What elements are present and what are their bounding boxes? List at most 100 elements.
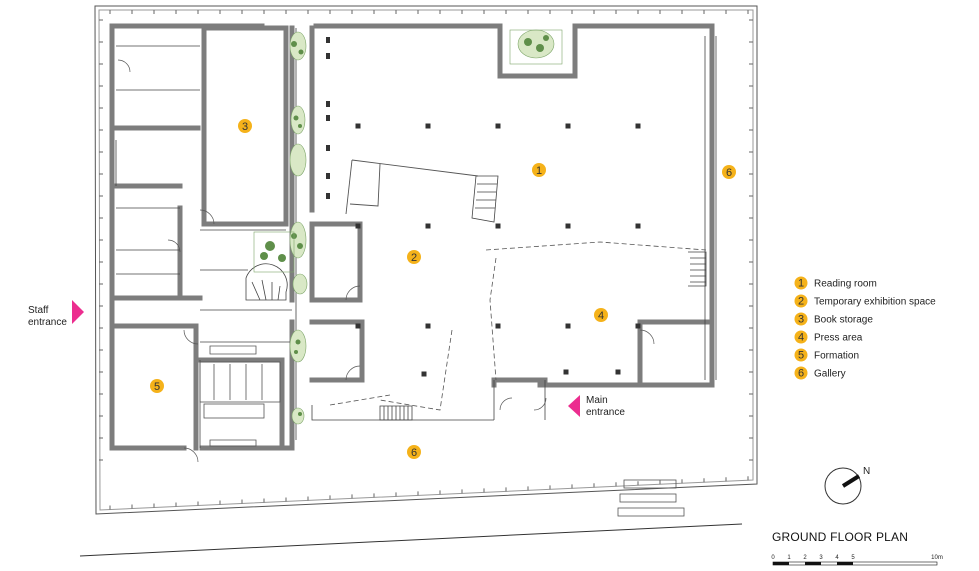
room-marker-5: 5 xyxy=(150,379,164,393)
scale-tick-label: 5 xyxy=(851,555,855,561)
scale-tick-label: 2 xyxy=(803,555,807,561)
scale-segment xyxy=(837,562,853,565)
column xyxy=(355,123,361,129)
scale-tick-label: 10m xyxy=(931,555,943,561)
perimeter-ticks xyxy=(99,10,753,510)
site-line xyxy=(79,523,743,557)
dashed-lines xyxy=(329,241,707,411)
staff-entrance-label-line2: entrance xyxy=(28,317,67,328)
legend-marker xyxy=(794,348,808,362)
staff-entrance-arrow-icon xyxy=(72,300,84,324)
legend-marker-number: 1 xyxy=(798,278,804,290)
room-marker-number: 1 xyxy=(536,165,542,177)
staff-entrance-label-line1: Staff xyxy=(28,305,49,316)
column xyxy=(563,369,569,375)
legend-label: Gallery xyxy=(814,369,846,380)
column xyxy=(326,115,330,121)
column xyxy=(635,223,641,229)
stair-main xyxy=(471,175,499,223)
room-marker-1: 1 xyxy=(532,163,546,177)
main-entrance: Main entrance xyxy=(568,395,625,418)
legend-marker-number: 2 xyxy=(798,296,804,308)
column xyxy=(565,123,571,129)
legend-label: Temporary exhibition space xyxy=(814,297,936,308)
column xyxy=(326,101,330,107)
plan-title: GROUND FLOOR PLAN xyxy=(772,530,908,544)
scale-tick-label: 1 xyxy=(787,555,791,561)
room-marker-number: 4 xyxy=(598,310,604,322)
room-marker-6a: 6 xyxy=(722,165,736,179)
legend-marker-number: 4 xyxy=(798,332,804,344)
doors xyxy=(117,59,655,463)
north-arrow-icon: N xyxy=(824,466,870,505)
legend-marker-number: 6 xyxy=(798,368,804,380)
column xyxy=(326,53,330,59)
legend-item: 3 Book storage xyxy=(794,312,873,326)
column xyxy=(425,323,431,329)
legend-item: 5 Formation xyxy=(794,348,859,362)
column xyxy=(615,369,621,375)
north-label: N xyxy=(863,466,870,477)
room-marker-4: 4 xyxy=(594,308,608,322)
legend-item: 1 Reading room xyxy=(794,276,877,290)
column xyxy=(326,193,330,199)
legend-marker xyxy=(794,366,808,380)
legend-label: Reading room xyxy=(814,279,877,290)
column xyxy=(326,145,330,151)
column xyxy=(565,223,571,229)
column xyxy=(635,123,641,129)
stair-right xyxy=(688,251,707,287)
columns xyxy=(326,37,641,377)
room-marker-number: 6 xyxy=(411,447,417,459)
room-marker-number: 5 xyxy=(154,381,160,393)
column xyxy=(495,323,501,329)
legend-item: 2 Temporary exhibition space xyxy=(794,294,936,308)
column xyxy=(565,323,571,329)
main-entrance-label-line1: Main xyxy=(586,395,608,406)
room-marker-number: 6 xyxy=(726,167,732,179)
planters xyxy=(253,29,563,425)
column xyxy=(635,323,641,329)
legend-marker-number: 5 xyxy=(798,350,804,362)
main-entrance-label-line2: entrance xyxy=(586,407,625,418)
legend-marker-number: 3 xyxy=(798,314,804,326)
scale-segment xyxy=(773,562,789,565)
legend-marker xyxy=(794,294,808,308)
exterior-steps xyxy=(617,479,685,517)
legend-item: 6 Gallery xyxy=(794,366,846,380)
toilet-block xyxy=(199,345,281,447)
walls xyxy=(109,23,715,451)
room-marker-number: 3 xyxy=(242,121,248,133)
legend: 1 Reading room 2 Temporary exhibition space… xyxy=(794,276,936,380)
scale-tick-label: 3 xyxy=(819,555,823,561)
scale-bar: 0 1 2 3 4 5 10m xyxy=(771,555,943,566)
legend-marker xyxy=(794,330,808,344)
column xyxy=(355,323,361,329)
room-marker-2: 2 xyxy=(407,250,421,264)
exhibition-outline xyxy=(345,159,479,215)
staff-entrance: Staff entrance xyxy=(28,300,84,328)
legend-marker xyxy=(794,312,808,326)
column xyxy=(425,123,431,129)
stair-spiral xyxy=(245,263,288,301)
column xyxy=(355,223,361,229)
column xyxy=(326,37,330,43)
room-marker-number: 2 xyxy=(411,252,417,264)
column xyxy=(495,223,501,229)
legend-label: Book storage xyxy=(814,315,873,326)
column xyxy=(421,371,427,377)
column xyxy=(326,173,330,179)
thin-lines xyxy=(115,28,717,448)
column xyxy=(495,123,501,129)
column xyxy=(425,223,431,229)
scale-tick-label: 4 xyxy=(835,555,839,561)
scale-tick-label: 0 xyxy=(771,555,775,561)
scale-segment xyxy=(805,562,821,565)
room-marker-6b: 6 xyxy=(407,445,421,459)
legend-marker xyxy=(794,276,808,290)
main-entrance-arrow-icon xyxy=(568,395,580,417)
stair-entry xyxy=(379,405,413,421)
legend-label: Formation xyxy=(814,351,859,362)
